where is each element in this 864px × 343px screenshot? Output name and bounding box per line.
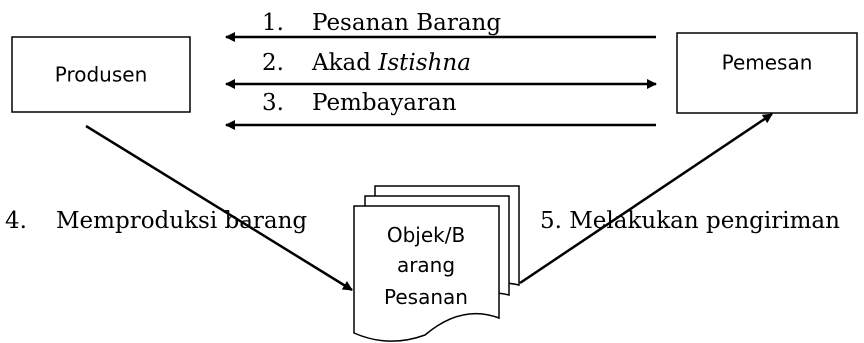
step-1-label: Pesanan Barang (312, 10, 501, 36)
produsen-label: Produsen (55, 63, 148, 87)
step-1-number: 1. (262, 10, 284, 36)
arrow-melakukan-pengiriman (519, 112, 773, 285)
pemesan-box: Pemesan (676, 32, 858, 114)
step-2-label: Akad Istishna (311, 50, 471, 76)
step-3-number: 3. (262, 90, 284, 116)
document-line-3: Pesanan (384, 285, 468, 309)
document-front-page (353, 205, 500, 342)
arrow-memproduksi-barang (85, 124, 353, 292)
step-4-label: Memproduksi barang (56, 208, 307, 234)
step-4-number: 4. (5, 208, 27, 234)
document-line-2: arang (397, 253, 455, 277)
step-3-label: Pembayaran (312, 90, 457, 116)
step-2-number: 2. (262, 50, 284, 76)
pemesan-label: Pemesan (722, 51, 813, 75)
document-stack: Objek/B arang Pesanan (353, 185, 520, 342)
document-line-1: Objek/B (387, 223, 465, 247)
step-5-label: 5. Melakukan pengiriman (540, 208, 840, 234)
produsen-box: Produsen (11, 36, 191, 113)
